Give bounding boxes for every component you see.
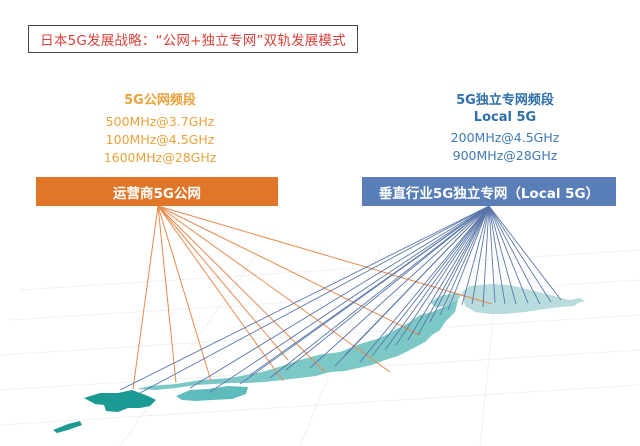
japan-map bbox=[53, 284, 585, 433]
private-network-connections bbox=[119, 205, 562, 394]
private-network-label: 垂直行业5G独立专网（Local 5G） bbox=[362, 177, 616, 206]
private-band-item: 900MHz@28GHz bbox=[452, 148, 558, 163]
private-band-subheading: Local 5G bbox=[473, 110, 537, 125]
map-hokkaido bbox=[462, 284, 585, 314]
public-network-label: 运营商5G公网 bbox=[36, 177, 278, 206]
map-honshu bbox=[137, 300, 458, 390]
public-band-item: 100MHz@4.5GHz bbox=[105, 132, 215, 147]
map-tohoku bbox=[430, 293, 462, 308]
map-grid bbox=[0, 249, 640, 446]
map-shikoku bbox=[176, 386, 248, 401]
map-okinawa bbox=[53, 421, 82, 433]
public-band-item: 1600MHz@28GHz bbox=[103, 150, 217, 165]
private-band-item: 200MHz@4.5GHz bbox=[450, 130, 560, 145]
public-band-spec: 5G公网频段 500MHz@3.7GHz 100MHz@4.5GHz 1600M… bbox=[80, 92, 240, 167]
page-title: 日本5G发展战略：“公网+独立专网”双轨发展模式 bbox=[28, 25, 358, 53]
map-kyushu bbox=[84, 390, 156, 412]
private-band-spec: 5G独立专网频段 Local 5G 200MHz@4.5GHz 900MHz@2… bbox=[410, 92, 600, 165]
public-network-connections bbox=[132, 205, 493, 390]
public-band-item: 500MHz@3.7GHz bbox=[105, 114, 215, 129]
public-band-heading: 5G公网频段 bbox=[124, 93, 196, 108]
private-band-heading: 5G独立专网频段 bbox=[456, 93, 554, 108]
